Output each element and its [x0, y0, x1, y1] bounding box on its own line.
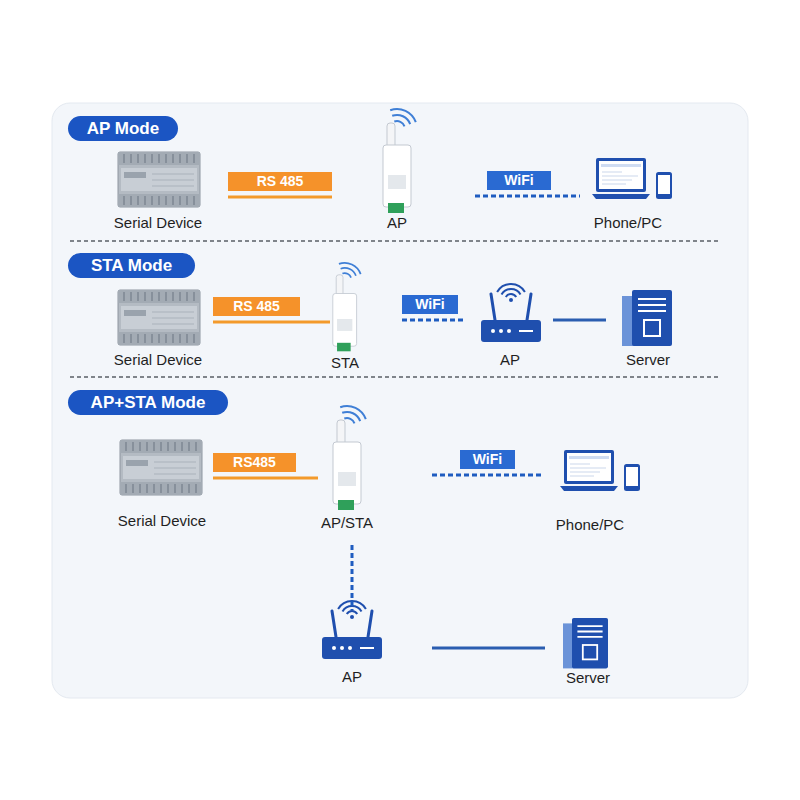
network-link [432, 647, 545, 650]
server: Server [606, 285, 690, 369]
mode-heading: AP Mode [68, 116, 178, 141]
wifi-link [475, 195, 580, 198]
device-label: Serial Device [118, 512, 206, 530]
mode-title: AP+STA Mode [91, 393, 206, 413]
mode-title: STA Mode [91, 256, 172, 276]
phone-pc [592, 158, 672, 199]
device-caption: AP/STA [321, 514, 373, 532]
phone-pc [560, 450, 640, 491]
device-caption: Server [566, 669, 610, 687]
device-label: AP [387, 214, 407, 232]
device-caption: AP [387, 214, 407, 232]
server [563, 618, 608, 668]
link-label: WiFi [460, 450, 515, 469]
serial-link [228, 196, 332, 199]
wifi-link [402, 319, 466, 322]
panel [52, 103, 748, 698]
device-caption: AP [342, 668, 362, 686]
plc-device [118, 290, 200, 345]
serial-link [213, 321, 330, 324]
wifi-link [432, 474, 542, 477]
router [322, 601, 382, 659]
device-caption: Phone/PC [594, 214, 662, 232]
server [622, 290, 672, 346]
section-divider [70, 240, 718, 242]
device-label: Phone/PC [594, 214, 662, 232]
wifi-module [333, 406, 366, 510]
wifi-module [333, 263, 361, 351]
device-label: Serial Device [114, 214, 202, 232]
device-label: AP [342, 668, 362, 686]
heading-text: STA Mode [91, 256, 172, 276]
router: AP [300, 610, 432, 686]
server: Server [545, 612, 630, 687]
link-label: RS 485 [228, 172, 332, 191]
link-label: RS 485 [213, 297, 300, 316]
plc-device [120, 440, 202, 495]
router [481, 284, 541, 342]
serial-device: Serial Device [110, 435, 213, 530]
device-caption: Server [626, 351, 670, 369]
serial-device: Serial Device [110, 285, 213, 369]
mode-title: AP Mode [87, 119, 159, 139]
heading-text: AP Mode [87, 119, 159, 139]
serial-link [213, 477, 318, 480]
device-caption: Phone/PC [556, 516, 624, 534]
device-caption: Serial Device [114, 214, 202, 232]
device-caption: Serial Device [114, 351, 202, 369]
link-label: WiFi [402, 295, 458, 314]
wifi-module: AP/STA [318, 405, 432, 545]
mode-heading: AP+STA Mode [68, 390, 228, 415]
device-label: Serial Device [114, 351, 202, 369]
link-label: WiFi [487, 171, 551, 190]
wifi-module: STA [330, 265, 402, 372]
device-label: AP/STA [321, 514, 373, 532]
plc-device [118, 152, 200, 207]
phone-pc: Phone/PC [580, 150, 690, 232]
section-divider [70, 376, 718, 378]
heading-text: AP+STA Mode [91, 393, 206, 413]
device-label: Phone/PC [556, 516, 624, 534]
network-link [553, 319, 606, 322]
wifi-module [383, 109, 416, 213]
device-label: Server [566, 669, 610, 687]
device-label: Server [626, 351, 670, 369]
wifi-module: AP [332, 108, 475, 232]
phone-pc: Phone/PC [542, 440, 650, 534]
router: AP [466, 268, 553, 369]
device-caption: STA [331, 354, 359, 372]
device-label: AP [500, 351, 520, 369]
serial-device: Serial Device [110, 148, 228, 232]
link-label: RS485 [213, 453, 296, 472]
device-caption: Serial Device [118, 512, 206, 530]
device-label: STA [331, 354, 359, 372]
mode-heading: STA Mode [68, 253, 195, 278]
wifi-link [351, 545, 354, 610]
device-caption: AP [500, 351, 520, 369]
